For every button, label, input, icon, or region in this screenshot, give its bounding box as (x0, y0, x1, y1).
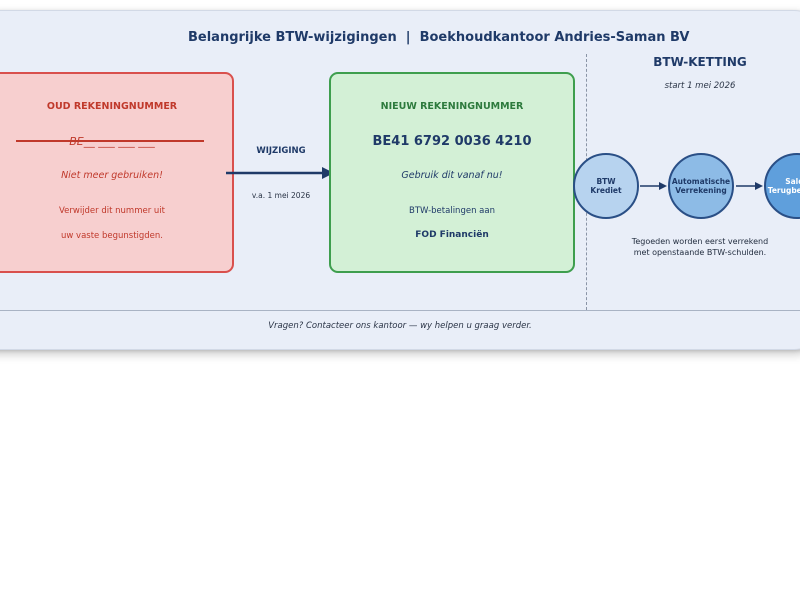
chain-title: BTW-KETTING (653, 55, 747, 69)
change-label: WIJZIGING (256, 146, 306, 156)
chain-subtitle: start 1 mei 2026 (664, 81, 736, 91)
change-arrow-icon (226, 167, 334, 179)
new-account-recipient: FOD Financiën (415, 230, 489, 240)
chain-step-2-line2: Verrekening (675, 186, 727, 195)
chain-step-3-line2: Terugbetaling (767, 186, 800, 195)
new-account-heading: NIEUW REKENINGNUMMER (380, 101, 524, 112)
chain-step-1-line1: BTW (596, 176, 616, 186)
new-account-box (329, 72, 575, 273)
chain-step-refund: Saldo Terugbetaling (764, 153, 800, 219)
chain-note-2: met openstaande BTW-schulden. (633, 248, 767, 257)
old-account-box (0, 72, 234, 273)
old-account-heading: OUD REKENINGNUMMER (46, 101, 178, 112)
new-account-payment-line: BTW-betalingen aan (409, 206, 495, 216)
chain-step-1-line2: Krediet (590, 186, 622, 195)
chain-step-btw-credit: BTW Krediet (573, 153, 639, 219)
new-account-number: BE41 6792 0036 4210 (372, 134, 532, 149)
chain-arrow-icon (640, 182, 667, 190)
strikethrough-line (16, 140, 204, 142)
change-date: v.a. 1 mei 2026 (251, 191, 311, 200)
chain-step-refund-clip: Saldo Terugbetaling (764, 150, 800, 222)
footer-divider (0, 310, 800, 311)
new-account-instruction: Gebruik dit vanaf nu! (401, 170, 503, 181)
footer-text: Vragen? Contacteer ons kantoor — wy help… (268, 321, 532, 331)
page-title: Belangrijke BTW-wijzigingen | Boekhoudka… (188, 30, 690, 45)
old-account-instruction-1: Verwijder dit nummer uit (58, 206, 165, 216)
chain-arrow-icon (736, 182, 763, 190)
chain-step-2-line1: Automatische (671, 176, 731, 186)
old-account-warning: Niet meer gebruiken! (61, 170, 163, 181)
old-account-instruction-2: uw vaste begunstigden. (61, 231, 163, 241)
chain-note-1: Tegoeden worden eerst verrekend (631, 237, 769, 246)
chain-step-auto-offset: Automatische Verrekening (668, 153, 734, 219)
chain-step-3-line1: Saldo (785, 176, 800, 186)
